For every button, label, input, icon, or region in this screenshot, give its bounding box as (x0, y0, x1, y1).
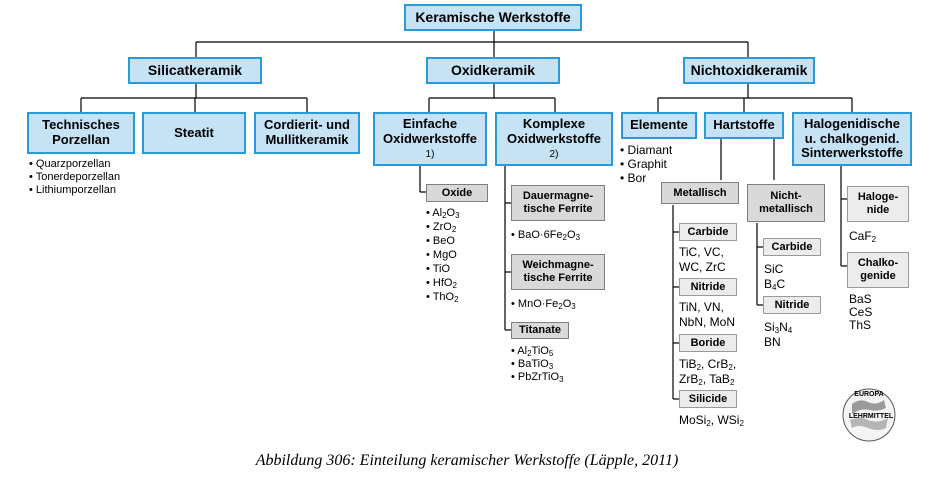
list-item: TiC, VC, (679, 245, 724, 259)
titanate-node: Titanate (511, 322, 569, 339)
oxidkeramik-node: Oxidkeramik (426, 57, 560, 84)
oxide-list: • Al2O3 • ZrO2 • BeO • MgO • TiO • HfO2 … (426, 206, 460, 304)
list-item: TiB2, CrB2, (679, 357, 737, 372)
weich-line-1: Weichmagne- (522, 259, 594, 272)
oxide-node: Oxide (426, 184, 488, 202)
list-item: • PbZrTiO3 (511, 371, 564, 384)
nichtmetallisch-node: Nicht- metallisch (747, 184, 825, 222)
metallisch-node: Metallisch (661, 182, 739, 204)
halogenidische-line-2: u. chalkogenid. (804, 130, 900, 146)
list-item: • TiO (426, 263, 451, 275)
elemente-node: Elemente (621, 112, 697, 139)
nichtmetallisch-line-2: metallisch (759, 203, 813, 215)
halogenidische-node: Halogenidische u. chalkogenid. Sinterwer… (792, 112, 912, 166)
list-item: • Graphit (620, 157, 667, 171)
root-node: Keramische Werkstoffe (404, 4, 582, 31)
einfache-oxidwerkstoffe-node: Einfache Oxidwerkstoffe 1) (373, 112, 487, 166)
list-item: • MgO (426, 249, 457, 261)
elemente-list: • Diamant • Graphit • Bor (620, 143, 672, 185)
list-item: • HfO2 (426, 277, 457, 290)
technisches-porzellan-list: • Quarzporzellan • Tonerdeporzellan • Li… (29, 158, 120, 197)
halogenide-line-1: Haloge- (857, 191, 899, 204)
list-item: CeS (849, 305, 873, 319)
metallisch-carbide-node: Carbide (679, 223, 737, 241)
cordierit-line-1: Cordierit- und (264, 117, 350, 133)
steatit-node: Steatit (142, 112, 246, 154)
nichtmetallisch-line-1: Nicht- (770, 190, 802, 203)
dauermagnetische-ferrite-node: Dauermagne- tische Ferrite (511, 185, 605, 221)
chalkogenide-line-2: genide (860, 270, 896, 282)
metallisch-boride-list: TiB2, CrB2, ZrB2, TaB2 (679, 357, 736, 387)
logo-text-top: EUROPA (854, 391, 883, 398)
nichtoxidkeramik-node: Nichtoxidkeramik (683, 57, 815, 84)
weichmagnetische-ferrite-node: Weichmagne- tische Ferrite (511, 254, 605, 290)
nichtmetallisch-nitride-node: Nitride (763, 296, 821, 314)
chalkogenide-list: BaS CeS ThS (849, 293, 872, 332)
list-item: • Quarzporzellan (29, 158, 111, 170)
list-item: Si3N4 (764, 320, 793, 335)
metallisch-carbide-list: TiC, VC, WC, ZrC (679, 245, 726, 275)
weich-item: • MnO·Fe2O3 (511, 298, 576, 311)
list-item: • Diamant (620, 143, 673, 157)
list-item: WC, ZrC (679, 260, 726, 274)
list-item: NbN, MoN (679, 315, 736, 329)
weich-line-2: tische Ferrite (523, 272, 593, 284)
metallisch-nitride-node: Nitride (679, 278, 737, 296)
einfache-line-1: Einfache (402, 116, 458, 132)
nichtmetallisch-carbide-node: Carbide (763, 238, 821, 256)
dauer-item: • BaO·6Fe2O3 (511, 229, 581, 242)
einfache-line-2: Oxidwerkstoffe (383, 131, 477, 147)
metallisch-boride-node: Boride (679, 334, 737, 352)
list-item: ZrB2, TaB2 (679, 372, 735, 387)
halogenide-node: Haloge- nide (847, 186, 909, 222)
list-item: • Lithiumporzellan (29, 184, 117, 196)
list-item: • BeO (426, 235, 455, 247)
dauer-line-2: tische Ferrite (523, 203, 593, 215)
figure-caption: Abbildung 306: Einteilung keramischer We… (255, 452, 679, 469)
metallisch-nitride-list: TiN, VN, NbN, MoN (679, 300, 735, 330)
silicatkeramik-node: Silicatkeramik (128, 57, 262, 84)
list-item: BaS (849, 292, 872, 306)
list-item: • BaTiO3 (511, 358, 554, 371)
europa-lehrmittel-logo: EUROPA LEHRMITTEL (842, 388, 896, 442)
list-item: • Al2O3 (426, 207, 460, 220)
technisches-porzellan-node: Technisches Porzellan (27, 112, 135, 154)
list-item: B4C (764, 277, 786, 292)
titanate-list: • Al2TiO5 • BaTiO3 • PbZrTiO3 (511, 345, 564, 384)
dauer-line-1: Dauermagne- (522, 190, 594, 203)
list-item: ThS (849, 318, 872, 332)
list-item: • Al2TiO5 (511, 345, 554, 358)
komplexe-footnote: 2) (549, 149, 559, 161)
list-item: TiN, VN, (679, 300, 724, 314)
halogenide-line-2: nide (866, 204, 890, 216)
metallisch-silicide-list: MoSi2, WSi2 (679, 413, 744, 428)
chalkogenide-line-1: Chalko- (857, 257, 899, 270)
technisches-line-1: Technisches (42, 117, 120, 133)
halogenide-list: CaF2 (849, 229, 877, 244)
list-item: BN (764, 335, 781, 349)
einfache-footnote: 1) (425, 149, 435, 161)
halogenidische-line-3: Sinterwerkstoffe (801, 145, 903, 161)
komplexe-oxidwerkstoffe-node: Komplexe Oxidwerkstoffe 2) (495, 112, 613, 166)
nichtmetallisch-carbide-list: SiC B4C (764, 262, 785, 292)
list-item: SiC (764, 262, 784, 276)
cordierit-node: Cordierit- und Mullitkeramik (254, 112, 360, 154)
komplexe-line-1: Komplexe (522, 116, 586, 132)
list-item: • Bor (620, 171, 647, 185)
list-item: • ZrO2 (426, 221, 457, 234)
nichtmetallisch-nitride-list: Si3N4 BN (764, 320, 792, 350)
cordierit-line-2: Mullitkeramik (265, 132, 349, 147)
list-item: • Tonerdeporzellan (29, 171, 121, 183)
logo-text-bottom: LEHRMITTEL (849, 413, 894, 420)
metallisch-silicide-node: Silicide (679, 390, 737, 408)
list-item: • ThO2 (426, 291, 459, 304)
halogenidische-line-1: Halogenidische (803, 115, 901, 131)
chalkogenide-node: Chalko- genide (847, 252, 909, 288)
technisches-line-2: Porzellan (52, 132, 110, 147)
komplexe-line-2: Oxidwerkstoffe (507, 131, 601, 147)
hartstoffe-node: Hartstoffe (704, 112, 784, 139)
